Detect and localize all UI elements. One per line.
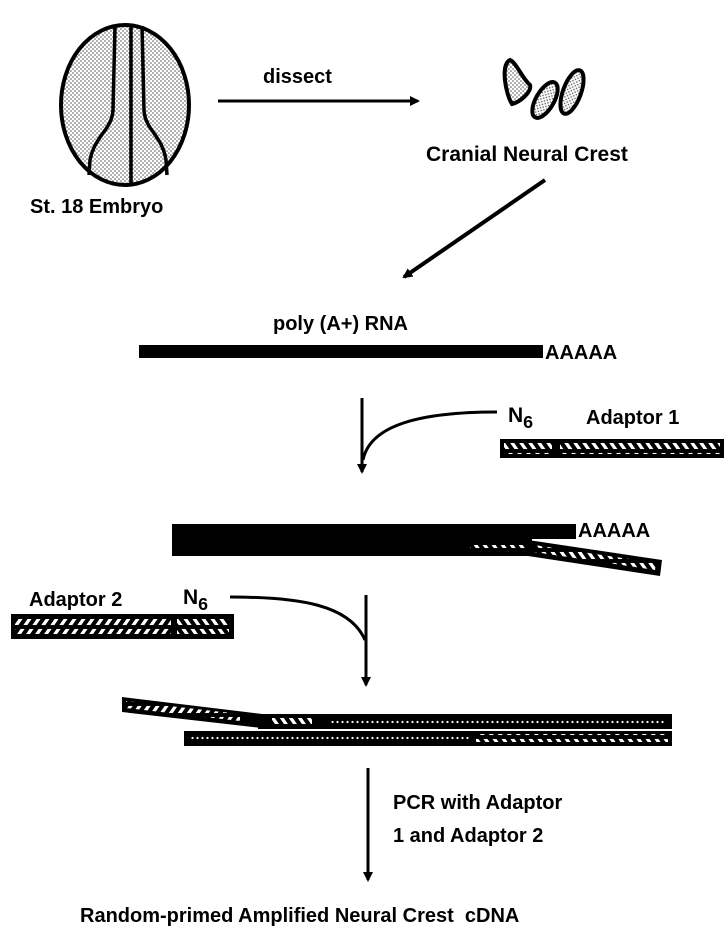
adaptor2-n6-segment bbox=[177, 619, 229, 634]
neural-crest-label: Cranial Neural Crest bbox=[426, 143, 628, 166]
first-strand-duplex bbox=[172, 524, 662, 576]
embryo-illustration bbox=[59, 23, 191, 187]
adaptor1-n6-segment bbox=[504, 443, 552, 454]
rna-label: poly (A+) RNA bbox=[273, 313, 408, 335]
adaptor2-hatched-segment bbox=[15, 619, 171, 634]
fragment-1 bbox=[502, 57, 533, 107]
adaptor2-primer bbox=[11, 614, 234, 639]
pcr-label-line2: 1 and Adaptor 2 bbox=[393, 825, 544, 847]
n6-base: N bbox=[183, 586, 199, 609]
n6-base: N bbox=[508, 404, 524, 427]
diagonal-arrow bbox=[402, 178, 547, 279]
n6-label-2: N6 bbox=[183, 586, 208, 615]
embryo-outline bbox=[59, 23, 191, 187]
dissect-label: dissect bbox=[263, 66, 332, 88]
second-strand-n6 bbox=[272, 718, 312, 725]
first-strand-body bbox=[190, 735, 470, 741]
n6-subscript: 6 bbox=[523, 412, 534, 433]
rna-strand bbox=[139, 345, 543, 358]
neural-fold-right bbox=[140, 25, 169, 176]
adaptor1-label: Adaptor 1 bbox=[586, 407, 680, 429]
adaptor1-hatched-segment bbox=[560, 443, 720, 454]
embryo-label: St. 18 Embryo bbox=[30, 196, 164, 218]
polya-tail-label-2: AAAAA bbox=[578, 520, 651, 542]
first-strand-hatched bbox=[470, 545, 528, 552]
fragment-2 bbox=[530, 80, 560, 120]
second-strand-duplex bbox=[122, 697, 672, 746]
adaptor1-primer bbox=[500, 439, 724, 458]
adaptor1-tail-hatch bbox=[534, 545, 656, 570]
rna-template bbox=[172, 524, 576, 539]
n6-label-1: N6 bbox=[508, 404, 533, 433]
neural-fold-left bbox=[87, 25, 117, 176]
first-strand-adaptor1 bbox=[476, 734, 668, 742]
fragment-3 bbox=[558, 68, 586, 116]
neural-crest-fragments bbox=[502, 57, 586, 120]
adaptor2-label: Adaptor 2 bbox=[29, 589, 123, 611]
second-strand-body bbox=[330, 719, 666, 724]
primer-curve-1 bbox=[361, 410, 498, 461]
result-label: Random-primed Amplified Neural Crest cDN… bbox=[80, 905, 520, 927]
adaptor2-tail-hatch bbox=[126, 701, 240, 721]
primer-curve-2 bbox=[229, 595, 367, 641]
cdna-first-strand bbox=[172, 539, 532, 556]
pcr-label-line1: PCR with Adaptor bbox=[393, 792, 563, 814]
polya-tail-label: AAAAA bbox=[545, 342, 618, 364]
n6-subscript: 6 bbox=[198, 594, 209, 615]
